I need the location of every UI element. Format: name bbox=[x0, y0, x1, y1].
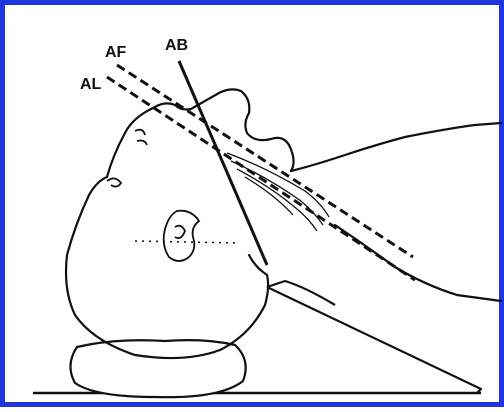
eye-mark bbox=[107, 178, 121, 186]
head-positioning-diagram: AF AL AB bbox=[5, 5, 504, 412]
ear bbox=[164, 211, 199, 261]
neck-shoulder bbox=[291, 123, 501, 301]
label-ab: AB bbox=[165, 37, 188, 54]
af-axis-line bbox=[117, 65, 413, 257]
head-outline bbox=[66, 133, 268, 358]
pillow bbox=[70, 340, 245, 397]
ear-reference-dotted bbox=[135, 241, 240, 243]
label-af: AF bbox=[105, 44, 127, 61]
label-al: AL bbox=[80, 76, 102, 93]
support-wedge bbox=[267, 281, 481, 393]
lip-marks bbox=[135, 130, 147, 145]
